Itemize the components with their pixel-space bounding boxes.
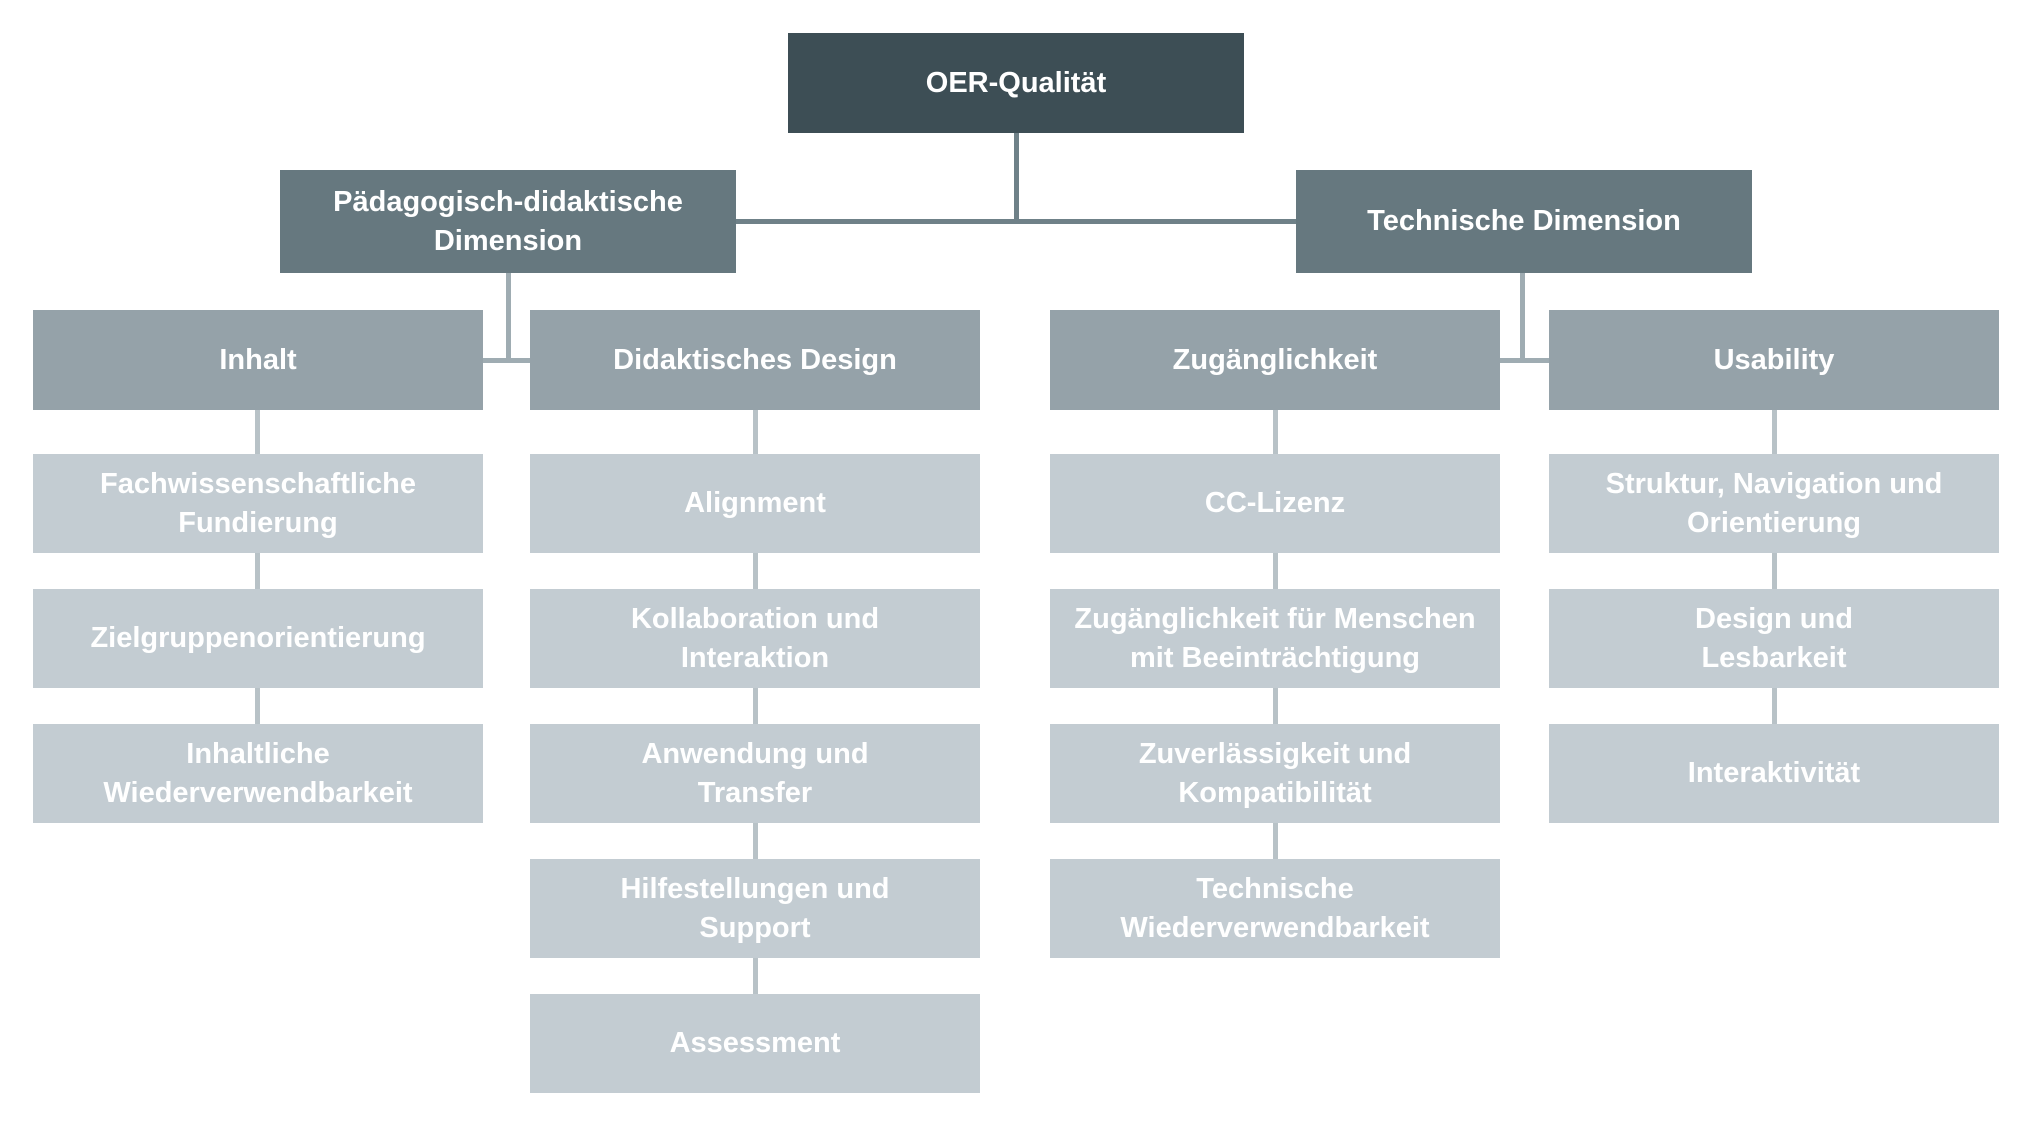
node-technische-wiederverwendbarkeit: Technische Wiederverwendbarkeit: [1050, 859, 1500, 958]
connector: [1273, 410, 1278, 454]
connector: [255, 553, 260, 589]
connector: [753, 688, 758, 724]
node-inhaltliche-wiederverwendbarkeit: Inhaltliche Wiederverwendbarkeit: [33, 724, 483, 823]
connector: [753, 823, 758, 859]
node-zugaenglichkeit: Zugänglichkeit: [1050, 310, 1500, 410]
node-hilfestellungen-und-support: Hilfestellungen und Support: [530, 859, 980, 958]
connector: [1273, 823, 1278, 859]
node-design-und-lesbarkeit: Design und Lesbarkeit: [1549, 589, 1999, 688]
node-zielgruppenorientierung: Zielgruppenorientierung: [33, 589, 483, 688]
node-label: Hilfestellungen und Support: [620, 872, 890, 944]
node-label: Struktur, Navigation und Orientierung: [1605, 467, 1943, 539]
node-alignment: Alignment: [530, 454, 980, 553]
node-label: Alignment: [684, 487, 826, 519]
connector-paed-vertical: [506, 273, 511, 363]
node-label: Design und Lesbarkeit: [1695, 602, 1853, 674]
node-label: Inhaltliche Wiederverwendbarkeit: [103, 737, 413, 809]
node-label: Inhalt: [219, 343, 297, 376]
connector-root-horizontal: [736, 219, 1296, 224]
node-label: Kollaboration und Interaktion: [630, 602, 880, 674]
node-label: Fachwissenschaftliche Fundierung: [100, 467, 416, 539]
connector: [1772, 410, 1777, 454]
node-kollaboration-und-interaktion: Kollaboration und Interaktion: [530, 589, 980, 688]
node-assessment: Assessment: [530, 994, 980, 1093]
connector: [753, 410, 758, 454]
connector: [753, 553, 758, 589]
connector: [1772, 553, 1777, 589]
node-technische-dimension: Technische Dimension: [1296, 170, 1752, 273]
node-oer-qualitaet: OER-Qualität: [788, 33, 1244, 133]
node-label: Interaktivität: [1687, 757, 1861, 789]
connector-root-vertical: [1014, 133, 1019, 224]
connector-tech-stub: [1500, 358, 1549, 363]
connector: [255, 688, 260, 724]
node-label: Zielgruppenorientierung: [90, 622, 426, 654]
node-cc-lizenz: CC-Lizenz: [1050, 454, 1500, 553]
node-usability: Usability: [1549, 310, 1999, 410]
node-struktur-navigation-orientierung: Struktur, Navigation und Orientierung: [1549, 454, 1999, 553]
node-label: Technische Wiederverwendbarkeit: [1120, 872, 1430, 944]
node-label: Zugänglichkeit: [1172, 343, 1378, 376]
node-interaktivitaet: Interaktivität: [1549, 724, 1999, 823]
node-label: Technische Dimension: [1367, 205, 1681, 237]
connector-tech-vertical: [1520, 273, 1525, 363]
node-label: Pädagogisch-didaktische Dimension: [333, 185, 683, 257]
connector: [1273, 553, 1278, 589]
node-inhalt: Inhalt: [33, 310, 483, 410]
node-anwendung-und-transfer: Anwendung und Transfer: [530, 724, 980, 823]
node-zugaenglichkeit-fuer-menschen: Zugänglichkeit für Menschen mit Beeinträ…: [1050, 589, 1500, 688]
node-label: Anwendung und Transfer: [641, 737, 869, 809]
connector-paed-stub: [483, 358, 530, 363]
connector: [255, 410, 260, 454]
node-label: Zuverlässigkeit und Kompatibilität: [1138, 737, 1412, 809]
connector: [1772, 688, 1777, 724]
node-label: Didaktisches Design: [613, 343, 897, 376]
node-label: Usability: [1713, 343, 1835, 376]
node-fachwissenschaftliche-fundierung: Fachwissenschaftliche Fundierung: [33, 454, 483, 553]
node-label: OER-Qualität: [925, 66, 1107, 99]
node-didaktisches-design: Didaktisches Design: [530, 310, 980, 410]
node-label: Assessment: [669, 1027, 841, 1059]
node-label: Zugänglichkeit für Menschen mit Beeinträ…: [1074, 602, 1476, 674]
node-paedagogisch-didaktische-dimension: Pädagogisch-didaktische Dimension: [280, 170, 736, 273]
node-zuverlaessigkeit-und-kompatibilitaet: Zuverlässigkeit und Kompatibilität: [1050, 724, 1500, 823]
connector: [1273, 688, 1278, 724]
node-label: CC-Lizenz: [1204, 487, 1346, 519]
connector: [753, 958, 758, 994]
